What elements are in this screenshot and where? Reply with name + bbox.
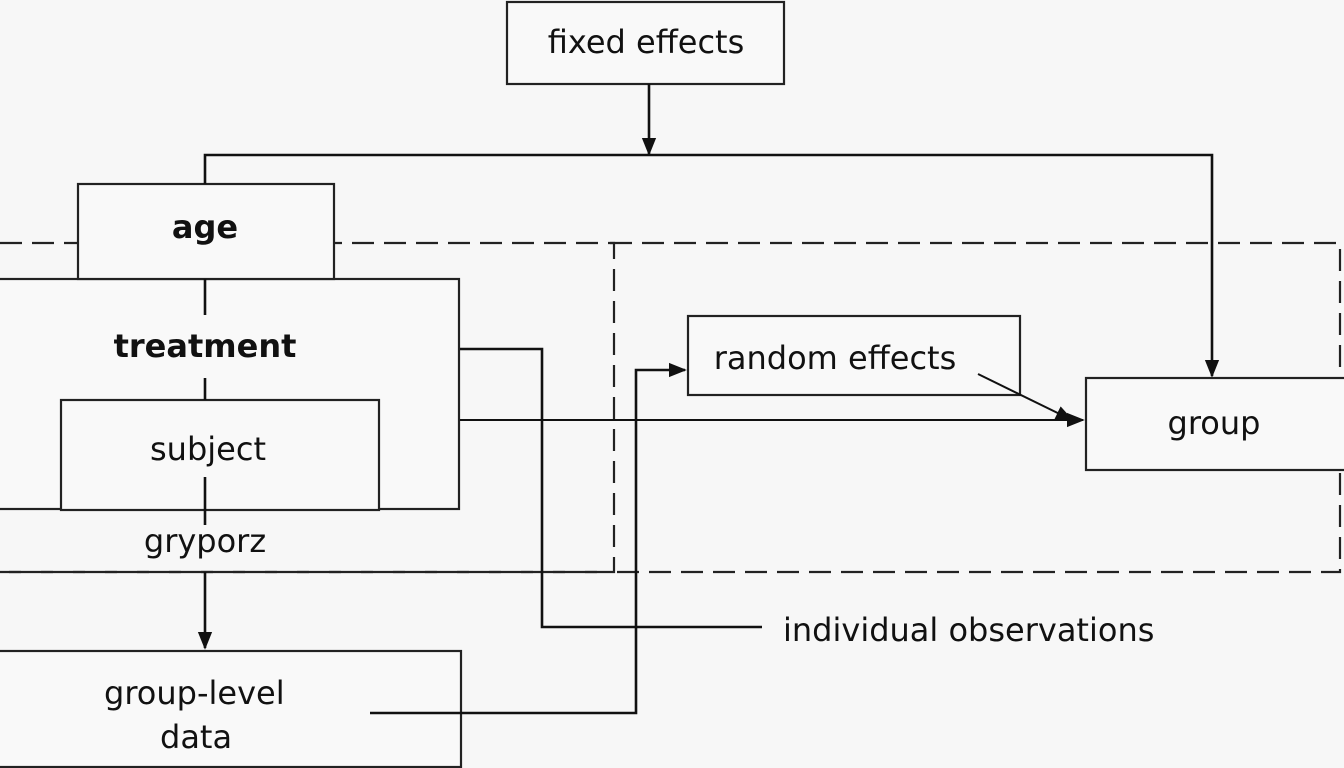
treatment-to-observations-connector: [460, 347, 762, 629]
group-level-label-line1: group-level: [104, 674, 285, 712]
fixed-effects-box: [505, 0, 786, 86]
random-effects-to-group-arrow: [977, 373, 1074, 421]
random-effects-region: [0, 241, 1342, 574]
group-box: [1084, 376, 1344, 472]
fixed-effects-label: fixed effects: [548, 23, 745, 61]
subject-label: subject: [150, 430, 266, 468]
group-level-to-random-effects-arrow: [370, 362, 687, 715]
group-label: group: [1168, 404, 1261, 442]
fixed-effects-bus: [203, 153, 1220, 378]
random-effects-box: [686, 314, 1022, 397]
random-effects-label: random effects: [714, 339, 957, 377]
group-level-data-box: [0, 649, 463, 768]
gryporz-label: gryporz: [144, 522, 266, 560]
treatment-label: treatment: [114, 327, 297, 365]
age-label: age: [172, 208, 238, 246]
individual-observations-label: individual observations: [783, 611, 1154, 649]
group-level-label-line2: data: [160, 718, 232, 756]
subject-box: [59, 398, 381, 512]
